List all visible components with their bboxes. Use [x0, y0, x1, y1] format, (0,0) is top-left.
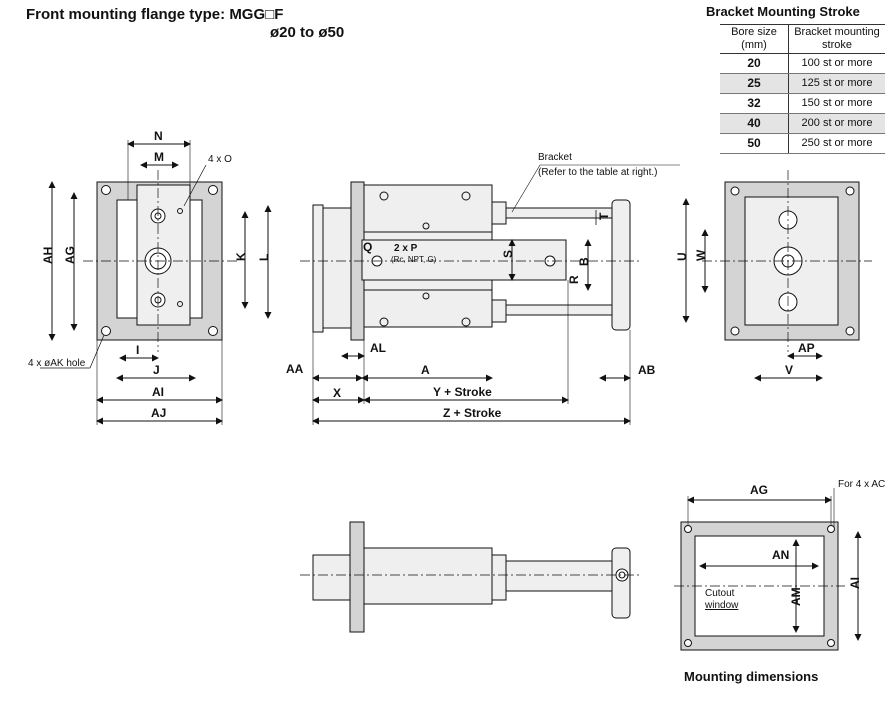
label-AI: AI — [152, 385, 164, 399]
label-Q: Q — [363, 240, 372, 254]
label-Z: Z + Stroke — [443, 406, 502, 420]
stroke-cell: 125 st or more — [788, 73, 885, 94]
end-view-labels: U W AP V — [675, 249, 815, 377]
top-view — [300, 521, 640, 633]
label-AL: AL — [370, 341, 386, 355]
label-A: A — [421, 363, 430, 377]
label-bracket-note: (Refer to the table at right.) — [538, 167, 658, 178]
label-U: U — [675, 252, 689, 261]
label-X: X — [333, 386, 341, 400]
label-V: V — [785, 363, 793, 377]
label-L: L — [257, 254, 271, 261]
label-mounting-dimensions: Mounting dimensions — [684, 669, 818, 684]
label-window: window — [704, 600, 739, 611]
label-AG: AG — [63, 246, 77, 264]
table-row: 50 250 st or more — [720, 133, 885, 154]
label-J: J — [153, 363, 160, 377]
label-I: I — [136, 343, 139, 357]
bracket-stroke-table: Bore size (mm) Bracket mounting stroke 2… — [720, 24, 885, 154]
header-stroke: Bracket mounting stroke — [788, 24, 885, 54]
front-view — [40, 140, 272, 425]
label-bracket: Bracket — [538, 152, 572, 163]
label-mount-AI: AI — [848, 577, 862, 589]
label-AA: AA — [286, 362, 304, 376]
label-Y: Y + Stroke — [433, 385, 492, 399]
bore-cell: 20 — [720, 53, 789, 74]
label-AK: 4 x øAK hole — [28, 358, 86, 369]
label-AP: AP — [798, 341, 815, 355]
label-P-note: (Rc, NPT, G) — [391, 255, 437, 264]
stroke-cell: 200 st or more — [788, 113, 885, 134]
label-AJ: AJ — [151, 406, 166, 420]
stroke-cell: 150 st or more — [788, 93, 885, 114]
side-view — [300, 164, 680, 425]
label-AB: AB — [638, 363, 656, 377]
label-B: B — [577, 257, 591, 266]
label-N: N — [154, 129, 163, 143]
label-cutout: Cutout — [705, 588, 735, 599]
label-mount-AG: AG — [750, 483, 768, 497]
mounting-labels: AG For 4 x AC AN AM AI Cutout window Mou… — [684, 479, 885, 684]
table-title: Bracket Mounting Stroke — [706, 4, 860, 19]
table-row: 25 125 st or more — [720, 73, 885, 94]
piston-rod — [361, 239, 567, 281]
table-row: 40 200 st or more — [720, 113, 885, 134]
header-bore: Bore size (mm) — [720, 24, 789, 54]
label-AN: AN — [772, 548, 789, 562]
table-header-row: Bore size (mm) Bracket mounting stroke — [720, 24, 885, 54]
label-K: K — [234, 252, 248, 261]
label-S: S — [501, 250, 515, 258]
page-subtitle: ø20 to ø50 — [270, 24, 345, 41]
label-T: T — [597, 212, 611, 220]
stroke-cell: 250 st or more — [788, 133, 885, 154]
label-AH: AH — [41, 247, 55, 264]
front-view-labels: N M 4 x O AH AG K L I J AI AJ 4 x øAK ho… — [28, 129, 271, 420]
bore-cell: 40 — [720, 113, 789, 134]
label-W: W — [694, 249, 708, 261]
page-title: Front mounting flange type: MGG□F — [26, 6, 284, 23]
label-mount-AC: For 4 x AC — [838, 479, 885, 490]
label-R: R — [567, 275, 581, 284]
label-O: 4 x O — [208, 154, 232, 165]
side-view-labels: Bracket (Refer to the table at right.) T… — [286, 152, 658, 420]
mounting-diagram — [674, 488, 862, 651]
bore-cell: 50 — [720, 133, 789, 154]
end-bracket — [611, 199, 631, 331]
table-row: 32 150 st or more — [720, 93, 885, 114]
label-P: 2 x P — [394, 243, 418, 254]
label-AM: AM — [789, 587, 803, 606]
bore-cell: 32 — [720, 93, 789, 114]
stroke-cell: 100 st or more — [788, 53, 885, 74]
table-row: 20 100 st or more — [720, 53, 885, 74]
bore-cell: 25 — [720, 73, 789, 94]
label-M: M — [154, 150, 164, 164]
end-view — [682, 170, 872, 382]
